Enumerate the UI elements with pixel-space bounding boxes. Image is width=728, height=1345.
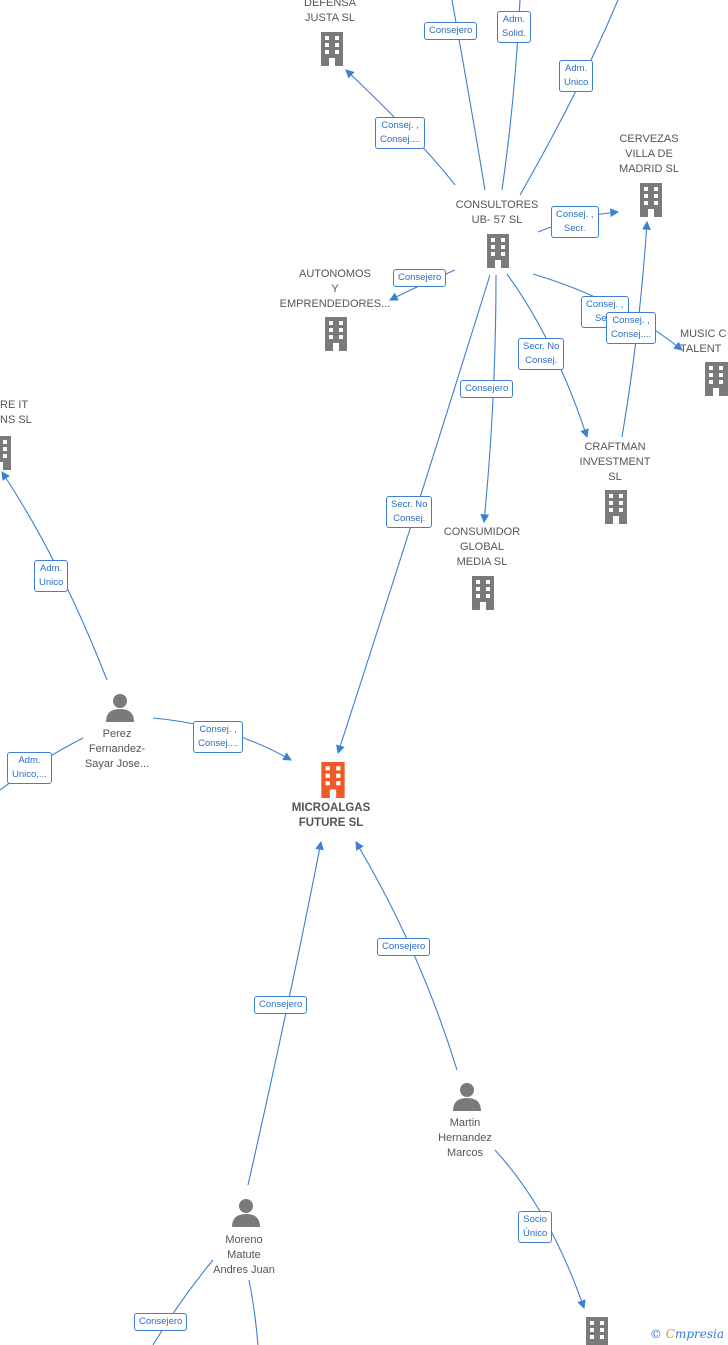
edge-label[interactable]: Consejero <box>134 1313 188 1331</box>
node-label-consultores[interactable]: CONSULTORES UB- 57 SL <box>455 199 539 226</box>
edge-martin-microalgas <box>355 841 458 1071</box>
edge-label[interactable]: Socio Único <box>518 1211 553 1243</box>
building-icon[interactable] <box>322 317 350 351</box>
node-label-microalgas[interactable]: MICROALGAS FUTURE SL <box>291 802 371 829</box>
person-icon[interactable] <box>105 692 135 722</box>
edge-label[interactable]: Consejero <box>254 996 308 1014</box>
brand-initial: C <box>665 1327 675 1341</box>
node-label-music[interactable]: MUSIC C TALENT <box>680 328 727 355</box>
building-icon[interactable] <box>0 436 12 470</box>
edge-consultores-consumidor <box>480 274 497 524</box>
edge-label[interactable]: Consejero <box>424 22 478 40</box>
edge-label[interactable]: Consej. , Consej.... <box>606 312 657 344</box>
edge-label[interactable]: Consejero <box>393 269 447 287</box>
edge-moreno-down <box>248 1279 259 1345</box>
building-icon[interactable] <box>484 234 512 268</box>
edge-label[interactable]: Adm. Unico <box>559 60 594 92</box>
edge-label[interactable]: Consejero <box>377 938 431 956</box>
edge-label[interactable]: Adm. Unico,... <box>7 752 52 784</box>
edge-label[interactable]: Secr. No Consej. <box>518 338 565 370</box>
building-icon[interactable] <box>702 362 728 396</box>
building-icon[interactable] <box>583 1317 611 1345</box>
node-label-perez[interactable]: Perez Fernandez- Sayar Jose... <box>84 728 150 770</box>
edge-label[interactable]: Consej. , Consej.... <box>375 117 426 149</box>
node-label-martin[interactable]: Martin Hernandez Marcos <box>438 1117 492 1159</box>
building-icon[interactable] <box>637 183 665 217</box>
node-label-defensa[interactable]: DEFENSA JUSTA SL <box>304 0 356 24</box>
node-label-cervezas[interactable]: CERVEZAS VILLA DE MADRID SL <box>619 133 679 175</box>
edge-label[interactable]: Consej. , Consej.... <box>193 721 244 753</box>
building-icon[interactable] <box>469 576 497 610</box>
copyright-symbol: © <box>649 1327 662 1341</box>
node-label-craftman[interactable]: CRAFTMAN INVESTMENT SL <box>579 441 651 483</box>
building-icon[interactable] <box>602 490 630 524</box>
edge-label[interactable]: Adm. Solid. <box>497 11 531 43</box>
node-label-consumidor[interactable]: CONSUMIDOR GLOBAL MEDIA SL <box>443 526 521 568</box>
node-label-autonomos[interactable]: AUTONOMOS Y EMPRENDEDORES... <box>279 268 391 310</box>
edge-label[interactable]: Consejero <box>460 380 514 398</box>
person-icon[interactable] <box>452 1081 482 1111</box>
edge-label[interactable]: Consej. , Secr. <box>551 206 599 238</box>
building-icon-main[interactable] <box>318 762 348 798</box>
building-icon[interactable] <box>318 32 346 66</box>
node-label-reit[interactable]: RE IT NS SL <box>0 399 32 426</box>
edge-consultores-up3 <box>519 0 619 196</box>
edge-label[interactable]: Adm. Unico <box>34 560 69 592</box>
copyright-footer: © Cmpresia <box>650 1327 724 1341</box>
brand-name: mpresia <box>674 1327 724 1341</box>
node-label-moreno[interactable]: Moreno Matute Andres Juan <box>213 1234 275 1276</box>
edge-moreno-left <box>152 1259 214 1345</box>
edge-label[interactable]: Secr. No Consej. <box>386 496 433 528</box>
person-icon[interactable] <box>231 1197 261 1227</box>
